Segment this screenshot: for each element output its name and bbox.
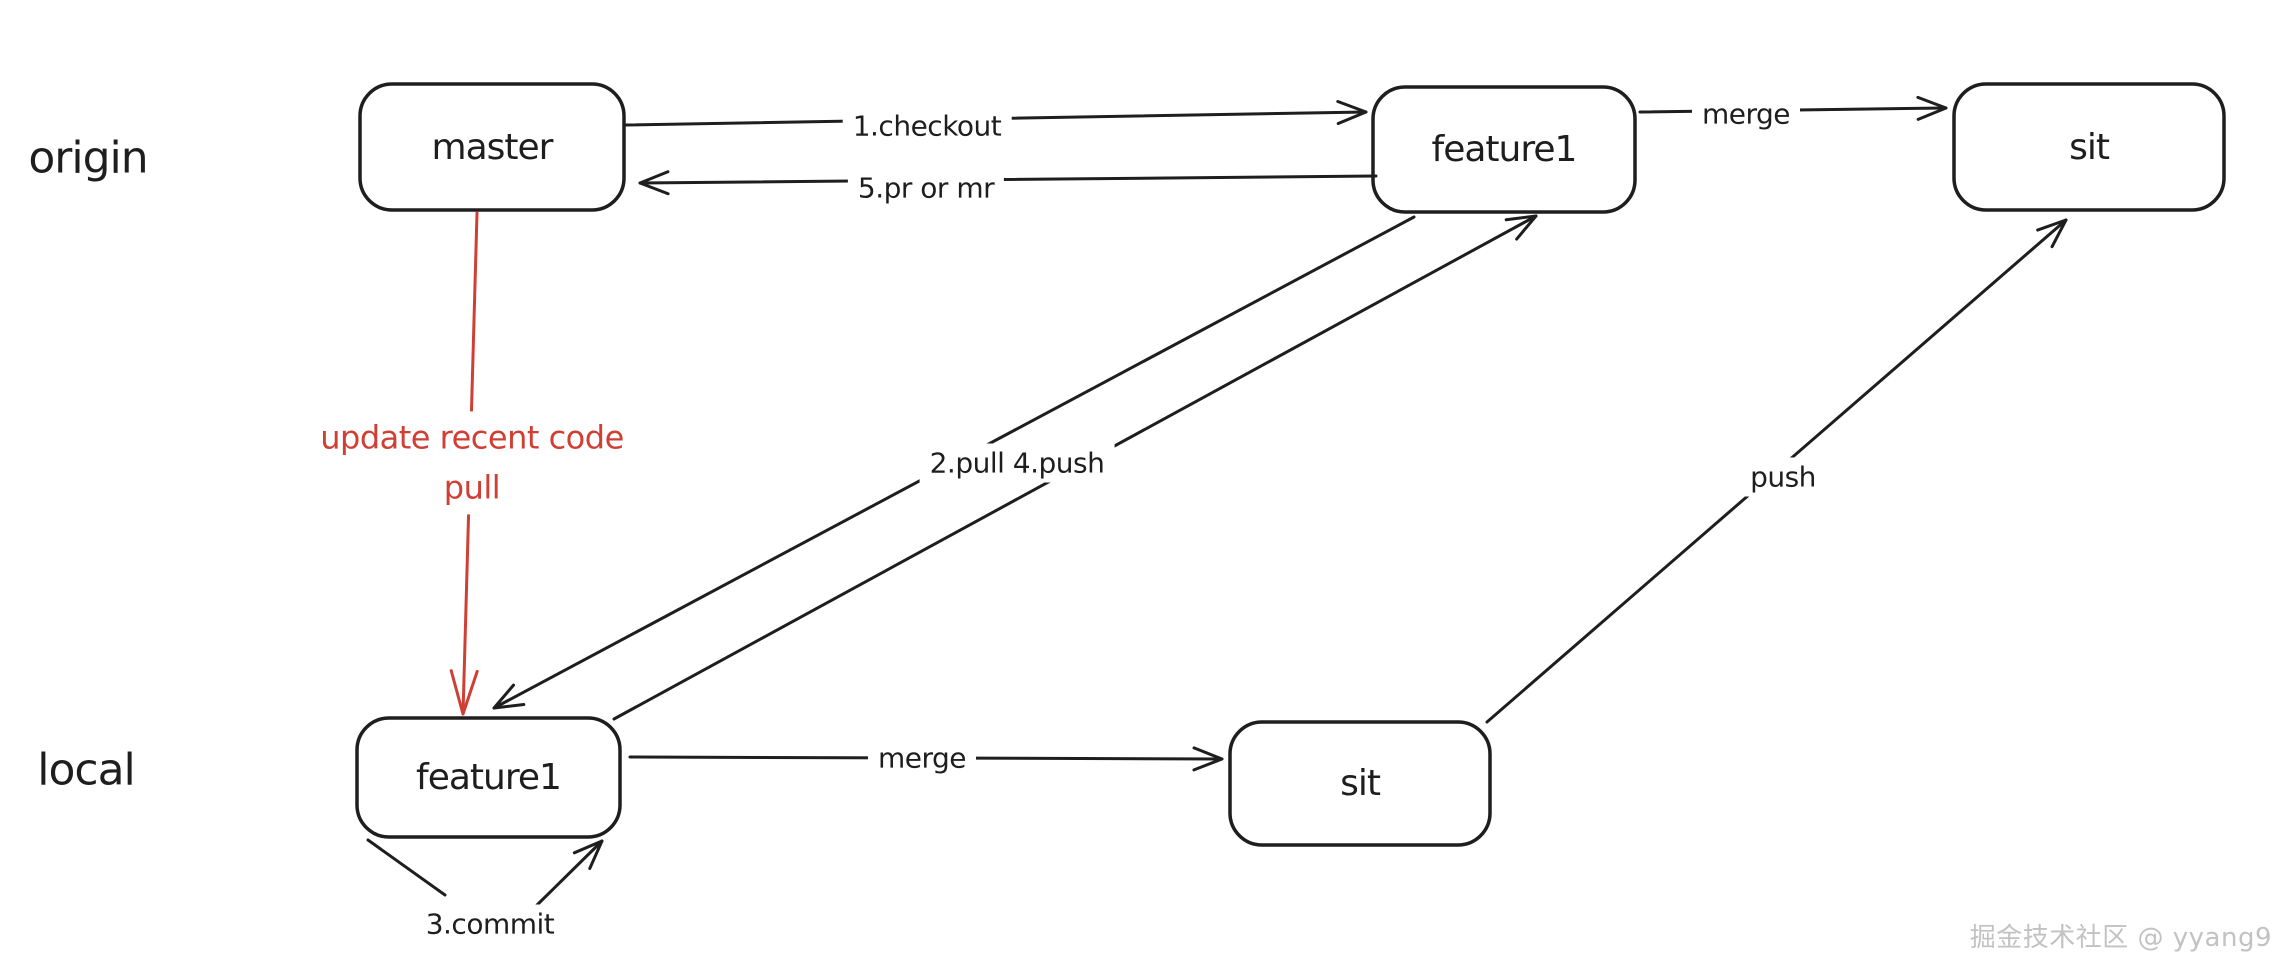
edge-merge-local-label: merge xyxy=(867,738,977,778)
watermark: 掘金技术社区 @ yyang9 xyxy=(1969,923,2272,953)
node-origin-master-box xyxy=(358,82,626,212)
node-local-feature1-box xyxy=(355,716,622,839)
edge-push-sit-label: push xyxy=(1740,457,1826,497)
node-local-sit-box xyxy=(1228,720,1492,847)
row-label-origin: origin xyxy=(28,132,148,184)
edge-checkout-label: 1.checkout xyxy=(842,106,1012,146)
edge-commit-loop-left xyxy=(366,838,447,897)
row-label-local: local xyxy=(37,744,136,796)
edge-pr-or-mr-label: 5.pr or mr xyxy=(847,168,1005,208)
edge-merge-origin-label: merge xyxy=(1691,94,1801,134)
node-origin-feature1-box xyxy=(1371,85,1637,214)
edge-pr-or-mr-arrow xyxy=(638,170,1378,196)
edge-commit-loop-right xyxy=(534,839,604,908)
edge-update-pull-label: update recent code pull xyxy=(310,411,634,515)
node-origin-sit-box xyxy=(1952,82,2226,212)
edge-update-pull-label-line2: pull xyxy=(443,468,501,506)
edge-update-pull-label-line1: update recent code xyxy=(320,418,624,457)
edge-commit-label: 3.commit xyxy=(415,904,565,944)
edge-pull-push-label: 2.pull 4.push xyxy=(919,443,1115,483)
